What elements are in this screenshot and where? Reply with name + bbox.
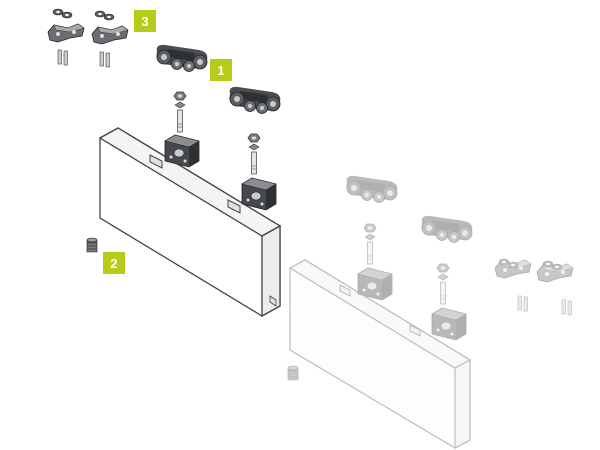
ghost-bracket-left <box>357 267 393 301</box>
callout-label-2: 2 <box>110 255 118 271</box>
callout-label-1: 1 <box>217 62 225 78</box>
screws-right <box>99 51 110 68</box>
bolt-left <box>173 91 187 133</box>
ghost-trolley-right <box>421 215 473 243</box>
clip-right <box>91 25 129 45</box>
ghost-trolley-left <box>346 175 398 203</box>
ghost-bolt-right <box>436 263 450 305</box>
washers-right <box>94 10 115 21</box>
ghost-screws-left <box>517 295 528 312</box>
callout-label-3: 3 <box>141 13 149 29</box>
bracket-right <box>241 177 277 211</box>
floor-guide <box>86 237 98 253</box>
screws-left <box>57 49 68 66</box>
callout-badge-1: 1 <box>210 59 232 81</box>
callout-badge-3: 3 <box>134 10 156 32</box>
callout-badge-2: 2 <box>103 252 125 274</box>
bracket-left <box>164 134 200 168</box>
assembled-ghost-view <box>287 175 574 449</box>
trolley-left <box>156 44 208 72</box>
ghost-bracket-right <box>431 307 467 341</box>
ghost-guide <box>287 365 299 381</box>
clip-left <box>47 23 85 43</box>
washers-left <box>52 8 73 19</box>
bolt-right <box>247 133 261 175</box>
door-panel <box>98 127 282 318</box>
ghost-bolt-left <box>363 223 377 265</box>
trolley-right <box>229 86 281 114</box>
ghost-screws-right <box>561 299 572 316</box>
ghost-panel <box>288 259 472 449</box>
